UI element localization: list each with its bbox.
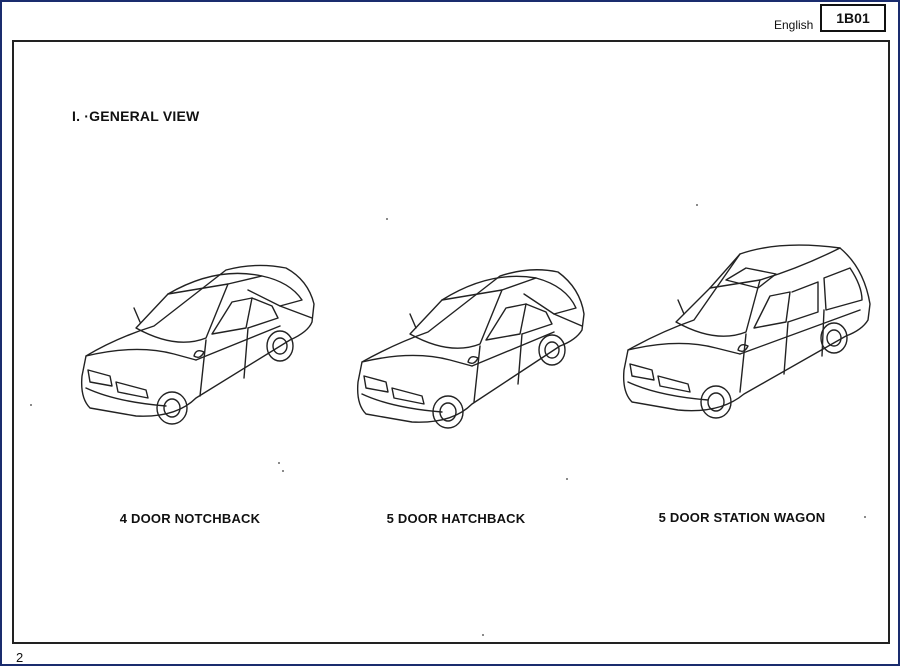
caption-hatchback: 5 DOOR HATCHBACK (386, 511, 526, 526)
sedan-car-icon (76, 258, 320, 430)
caption-notchback: 4 DOOR NOTCHBACK (119, 511, 261, 526)
scan-speck (696, 204, 698, 206)
section-code: 1B01 (836, 10, 870, 26)
scan-speck (482, 634, 484, 636)
scan-speck (278, 462, 280, 464)
hatchback-car-icon (354, 264, 590, 434)
scan-speck (282, 470, 284, 472)
content-frame (12, 40, 890, 644)
page-number: 2 (16, 650, 24, 665)
section-title: I. ·GENERAL VIEW (72, 108, 200, 124)
scan-speck (386, 218, 388, 220)
caption-station-wagon: 5 DOOR STATION WAGON (658, 510, 826, 525)
section-code-box: 1B01 (820, 4, 886, 32)
wagon-car-icon (620, 238, 874, 424)
language-label: English (774, 18, 814, 32)
scan-speck (30, 404, 32, 406)
scan-speck (566, 478, 568, 480)
scan-speck (864, 516, 866, 518)
